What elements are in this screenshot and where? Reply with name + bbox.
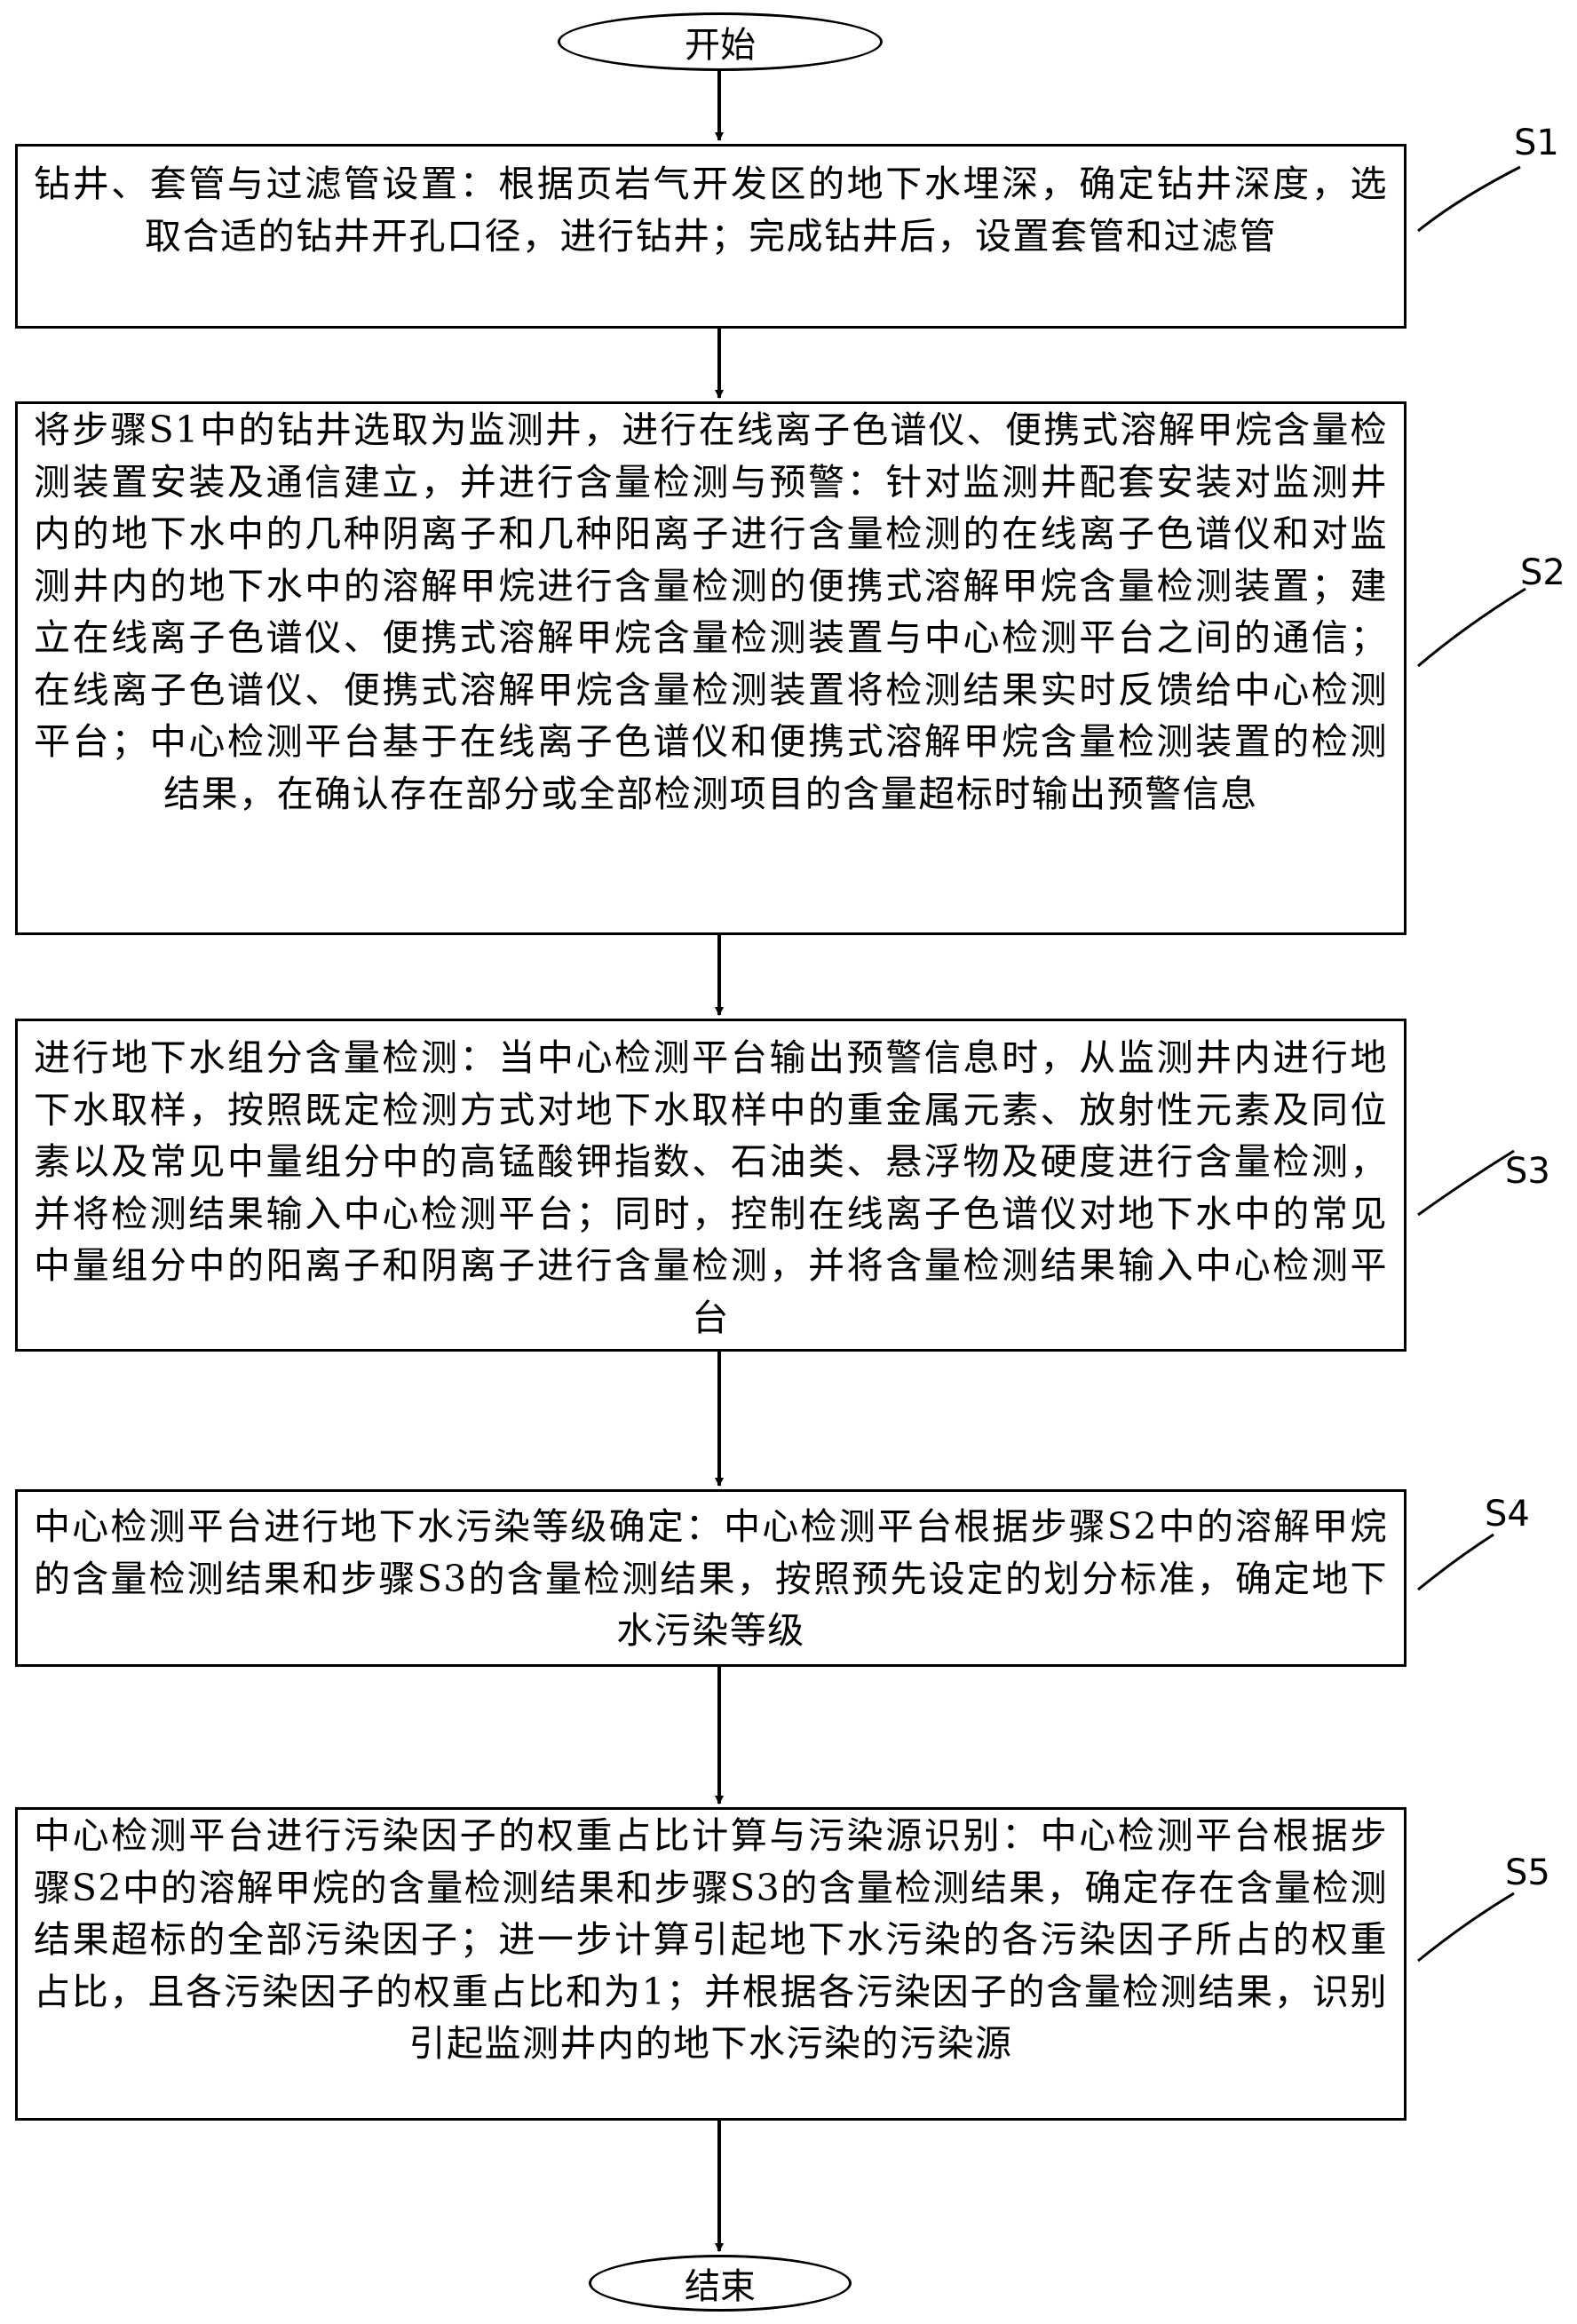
step-label-s1: S1 <box>1514 123 1559 163</box>
step-text-s5: 中心检测平台进行污染因子的权重占比计算与污染源识别：中心检测平台根据步骤S2中的… <box>34 1814 1388 2065</box>
step-label-s5: S5 <box>1505 1852 1550 1893</box>
end-terminal: 结束 <box>589 2255 852 2312</box>
step-text-s1: 钻井、套管与过滤管设置：根据页岩气开发区的地下水埋深，确定钻井深度，选取合适的钻… <box>34 163 1388 258</box>
step-label-s4: S4 <box>1485 1494 1530 1535</box>
step-text-s2: 将步骤S1中的钻井选取为监测井，进行在线离子色谱仪、便携式溶解甲烷含量检测装置安… <box>34 408 1388 815</box>
leader-line-s4 <box>1417 1533 1494 1591</box>
step-label-s2: S2 <box>1520 552 1565 593</box>
step-box-s3: 进行地下水组分含量检测：当中心检测平台输出预警信息时，从监测井内进行地下水取样，… <box>15 1019 1407 1352</box>
start-label: 开始 <box>685 25 756 66</box>
leader-line-s1 <box>1417 165 1521 233</box>
step-box-s1: 钻井、套管与过滤管设置：根据页岩气开发区的地下水埋深，确定钻井深度，选取合适的钻… <box>15 144 1407 329</box>
step-text-s3: 进行地下水组分含量检测：当中心检测平台输出预警信息时，从监测井内进行地下水取样，… <box>34 1036 1388 1339</box>
step-label-s3: S3 <box>1505 1151 1550 1192</box>
step-box-s2: 将步骤S1中的钻井选取为监测井，进行在线离子色谱仪、便携式溶解甲烷含量检测装置安… <box>15 401 1407 935</box>
leader-line-s5 <box>1417 1892 1515 1963</box>
step-box-s5: 中心检测平台进行污染因子的权重占比计算与污染源识别：中心检测平台根据步骤S2中的… <box>15 1807 1407 2121</box>
start-terminal: 开始 <box>558 12 883 71</box>
leader-line-s2 <box>1417 587 1526 668</box>
leader-line-s3 <box>1417 1149 1515 1217</box>
end-label: 结束 <box>685 2266 756 2307</box>
step-text-s4: 中心检测平台进行地下水污染等级确定：中心检测平台根据步骤S2中的溶解甲烷的含量检… <box>34 1505 1388 1652</box>
step-box-s4: 中心检测平台进行地下水污染等级确定：中心检测平台根据步骤S2中的溶解甲烷的含量检… <box>15 1489 1407 1667</box>
